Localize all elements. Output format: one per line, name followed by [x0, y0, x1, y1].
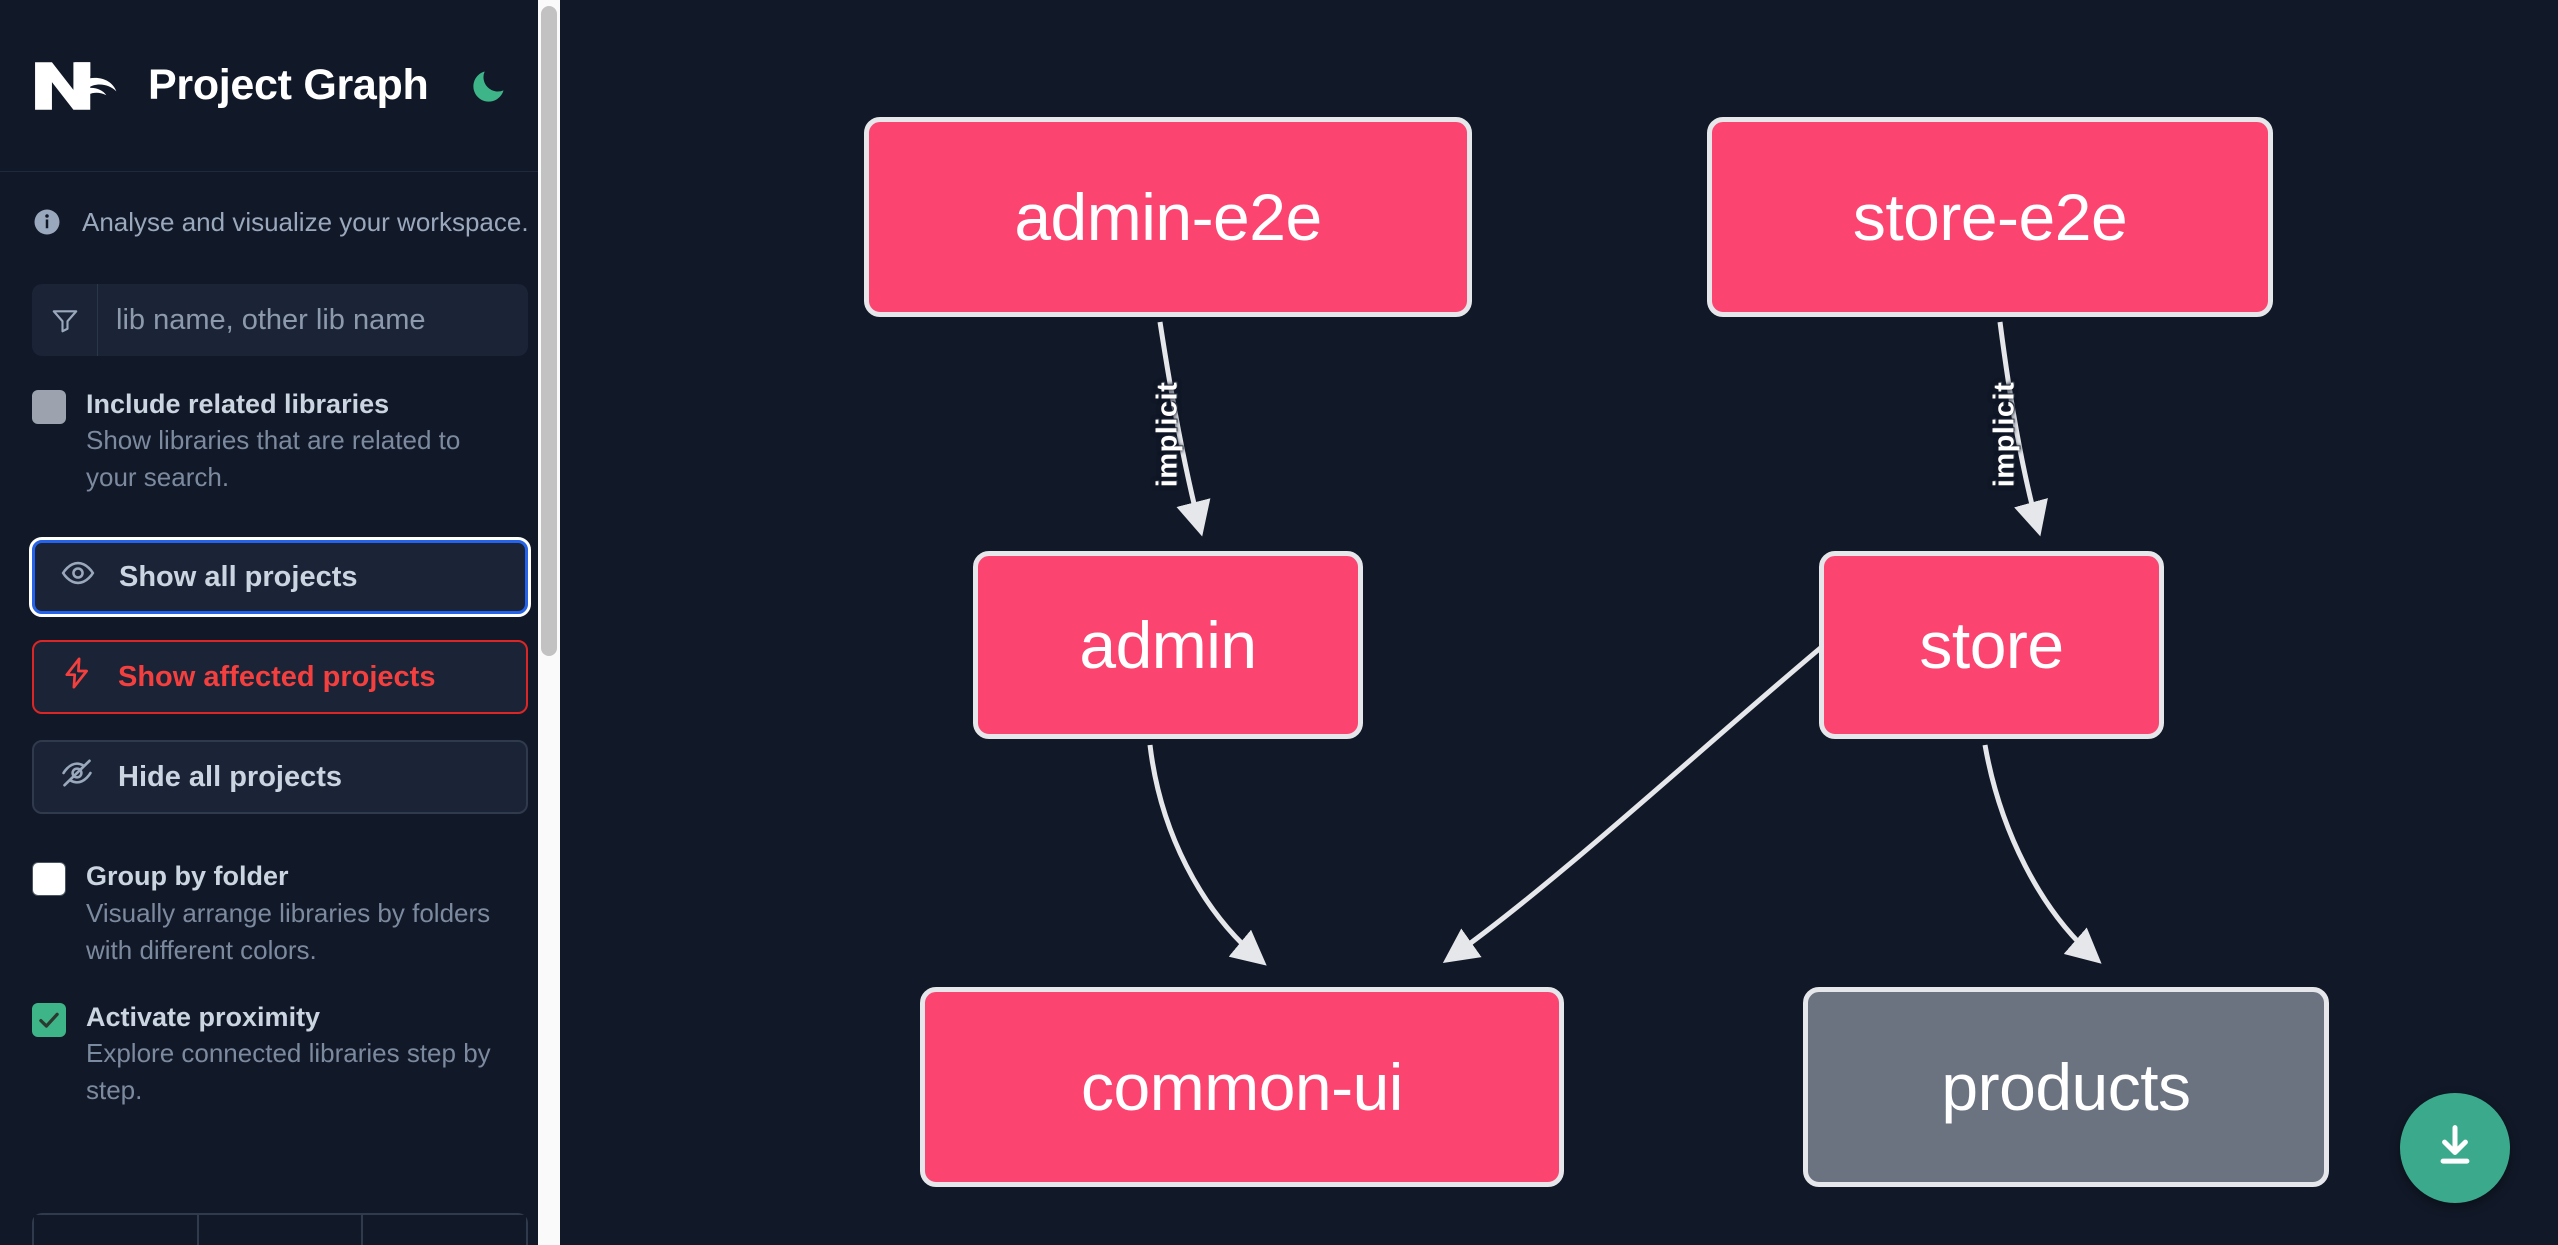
workspace-info: Analyse and visualize your workspace. — [0, 172, 560, 272]
proximity-step-option[interactable] — [361, 1213, 528, 1245]
proximity-step-option[interactable] — [196, 1213, 362, 1245]
graph-node-products[interactable]: products — [1803, 987, 2329, 1187]
graph-node-label: admin — [1079, 608, 1257, 682]
lightning-icon — [60, 656, 94, 698]
eye-icon — [61, 556, 95, 598]
workspace-info-text: Analyse and visualize your workspace. — [82, 206, 529, 237]
graph-node-label: common-ui — [1081, 1050, 1403, 1124]
option-title: Activate proximity — [86, 1001, 321, 1032]
proximity-step-option[interactable] — [32, 1213, 197, 1245]
eye-off-icon — [60, 756, 94, 798]
edge-admin-e2e-to-admin — [1157, 321, 1211, 537]
search-input[interactable] — [98, 284, 528, 356]
graph-node-store-e2e[interactable]: store-e2e — [1707, 117, 2273, 317]
show-all-projects-label: Show all projects — [119, 560, 358, 593]
show-affected-projects-button[interactable]: Show affected projects — [32, 640, 528, 715]
edge-store-e2e-to-store — [1997, 321, 2048, 537]
option-include-related-libraries[interactable]: Include related libraries Show libraries… — [0, 386, 560, 496]
sidebar-scrollbar[interactable] — [538, 0, 560, 1245]
graph-node-label: store-e2e — [1852, 180, 2128, 254]
activate-proximity-checkbox[interactable] — [32, 1002, 66, 1037]
graph-node-label: admin-e2e — [1014, 180, 1322, 254]
edge-store-to-common-ui — [1442, 638, 1832, 964]
page-title: Project Graph — [148, 61, 429, 109]
edge-store-to-products — [1982, 744, 2102, 964]
hide-all-projects-button[interactable]: Hide all projects — [32, 740, 528, 815]
proximity-step-segmented-control[interactable] — [32, 1213, 528, 1245]
show-all-projects-button[interactable]: Show all projects — [29, 537, 531, 618]
sidebar-scrollbar-thumb[interactable] — [541, 6, 557, 656]
sidebar-header: Project Graph — [0, 0, 560, 172]
option-activate-proximity[interactable]: Activate proximity Explore connected lib… — [0, 999, 560, 1109]
search-bar — [32, 284, 528, 356]
nx-logo-icon — [32, 57, 124, 115]
option-title: Include related libraries — [86, 389, 390, 419]
download-icon — [2429, 1120, 2481, 1177]
hide-all-projects-label: Hide all projects — [118, 760, 343, 793]
show-affected-projects-label: Show affected projects — [118, 660, 436, 693]
info-circle-icon — [32, 207, 62, 237]
graph-node-label: products — [1941, 1050, 2191, 1124]
option-title: Group by folder — [86, 861, 289, 892]
graph-node-admin[interactable]: admin — [973, 551, 1363, 739]
download-graph-button[interactable] — [2400, 1093, 2510, 1203]
sidebar: Project Graph Analyse and visualize your… — [0, 0, 560, 1245]
option-description: Visually arrange libraries by folders wi… — [86, 897, 491, 965]
option-group-by-folder[interactable]: Group by folder Visually arrange librari… — [0, 858, 560, 968]
option-description: Explore connected libraries step by step… — [86, 1037, 491, 1105]
graph-node-common-ui[interactable]: common-ui — [920, 987, 1564, 1187]
filter-icon — [32, 284, 98, 356]
project-graph-canvas[interactable]: admin-e2e store-e2e admin store common-u… — [560, 0, 2558, 1245]
include-related-libraries-checkbox[interactable] — [32, 390, 66, 424]
option-description: Show libraries that are related to your … — [86, 425, 461, 493]
graph-node-admin-e2e[interactable]: admin-e2e — [864, 117, 1472, 317]
moon-icon[interactable] — [466, 63, 512, 109]
graph-edges — [1147, 321, 2102, 966]
graph-node-label: store — [1919, 608, 2064, 682]
edge-admin-to-common-ui — [1147, 744, 1267, 966]
projects-button-group: Show all projects Show affected projects — [0, 537, 560, 815]
graph-node-store[interactable]: store — [1819, 551, 2164, 739]
group-by-folder-checkbox[interactable] — [32, 862, 66, 897]
